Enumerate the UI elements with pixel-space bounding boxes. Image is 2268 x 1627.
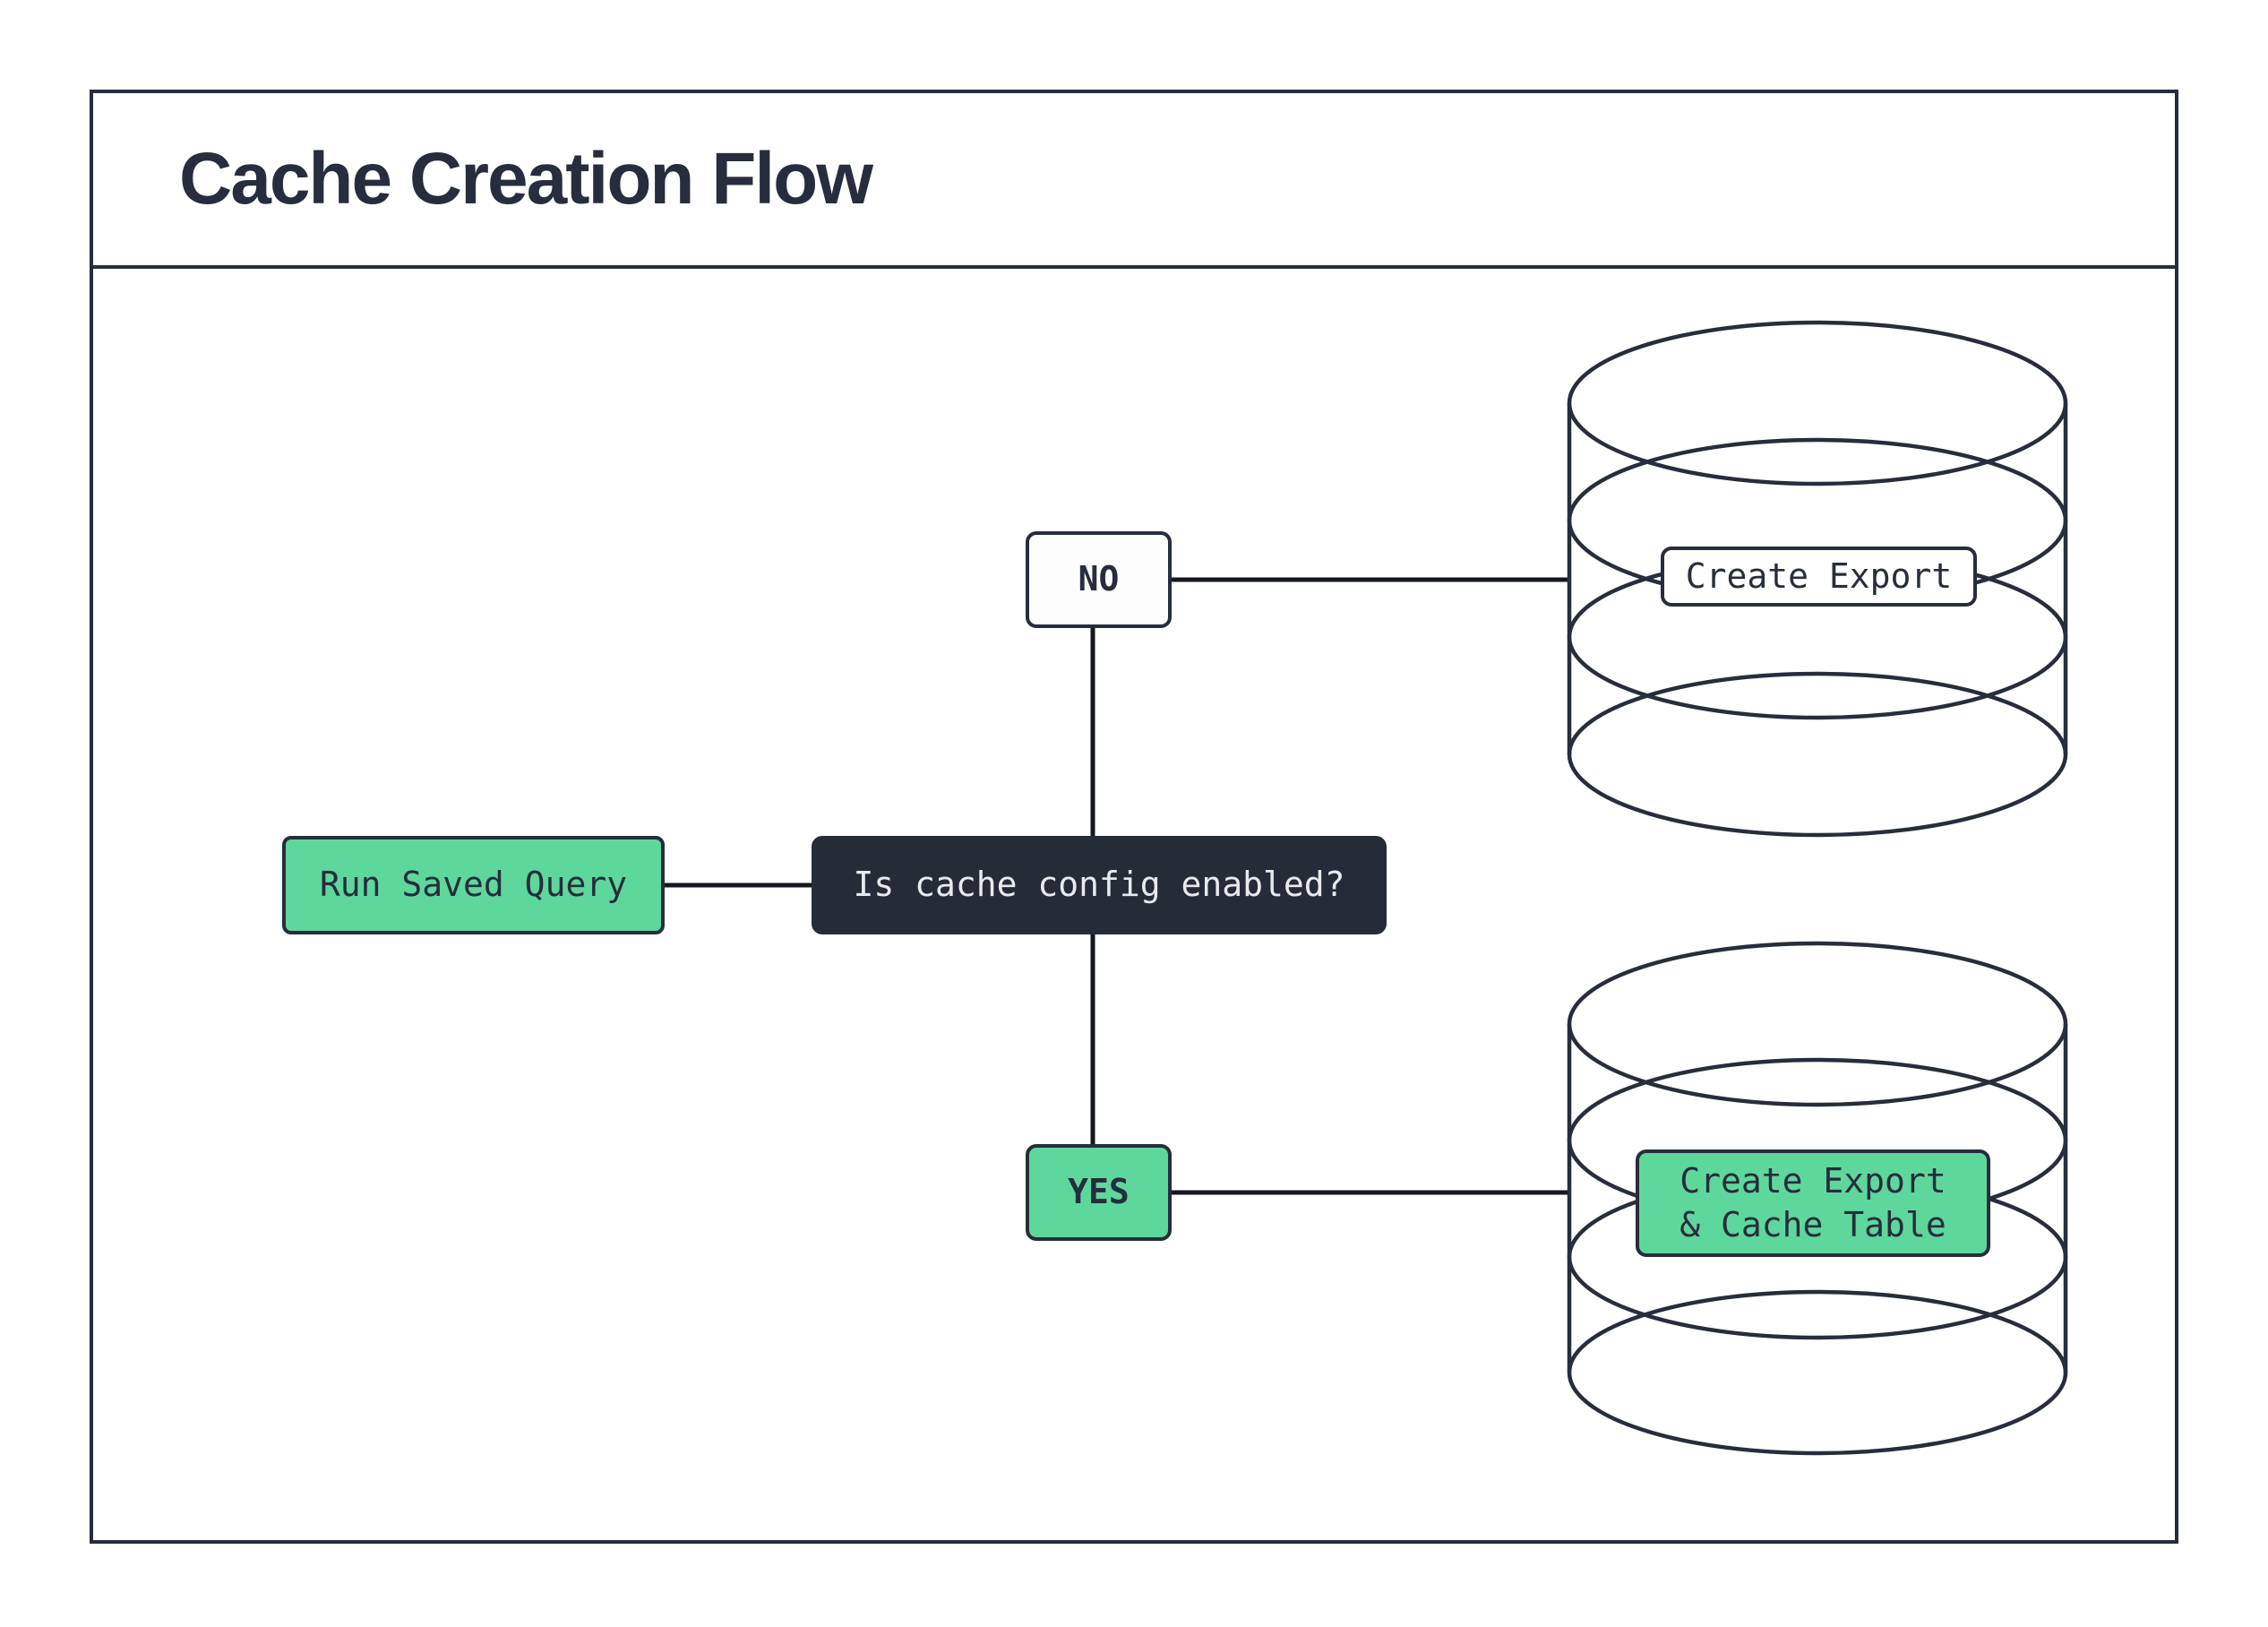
- node-branch-yes: YES: [1026, 1144, 1172, 1241]
- node-decision-cache-config: Is cache config enabled?: [812, 836, 1387, 934]
- label-create-export: Create Export: [1661, 547, 1977, 607]
- node-branch-no: NO: [1026, 531, 1172, 628]
- page-title: Cache Creation Flow: [179, 138, 873, 220]
- node-run-saved-query: Run Saved Query: [282, 836, 665, 934]
- diagram-header: Cache Creation Flow: [93, 93, 2175, 269]
- diagram-frame: Cache Creation Flow: [90, 90, 2178, 1544]
- label-create-export-cache-table: Create Export & Cache Table: [1636, 1149, 1990, 1257]
